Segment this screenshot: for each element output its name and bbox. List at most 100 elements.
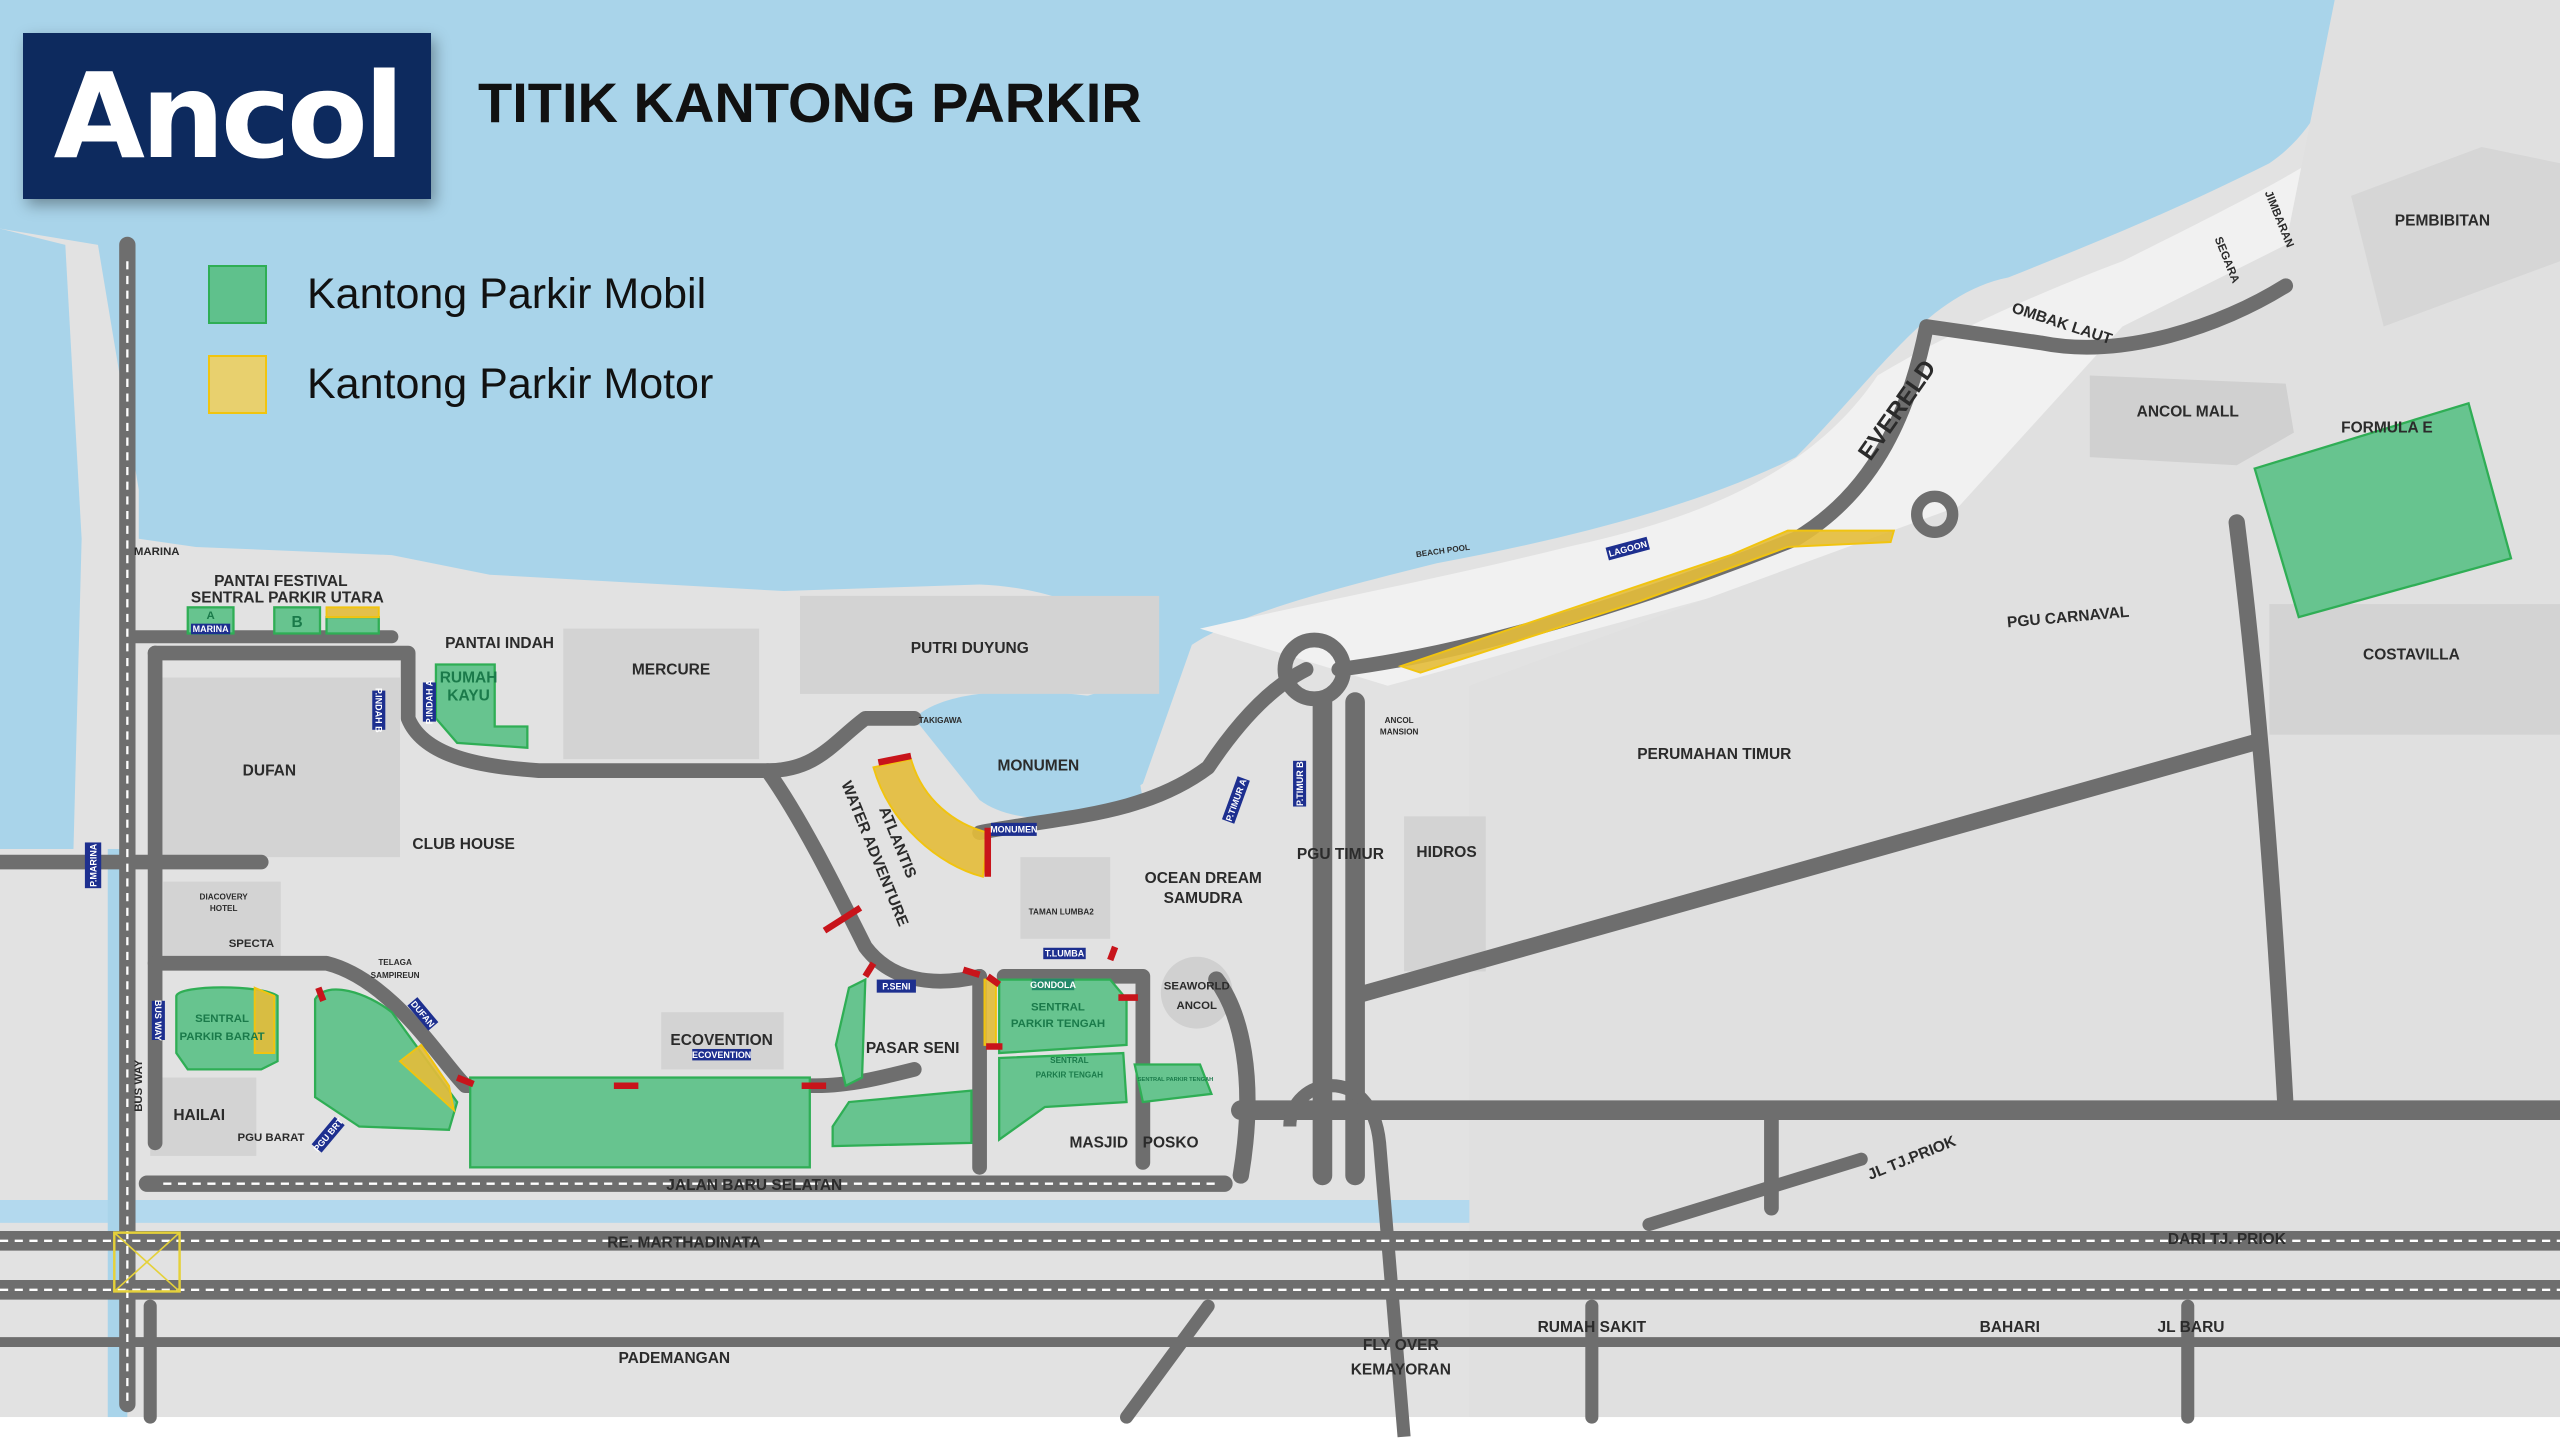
legend-label: Kantong Parkir Mobil xyxy=(307,270,707,318)
label-pantai-indah: PANTAI INDAH xyxy=(445,635,554,652)
parkir-utara-b xyxy=(273,606,322,635)
label-perumahan-timur: PERUMAHAN TIMUR xyxy=(1637,746,1791,763)
label-sentral-2: SENTRAL xyxy=(1050,1056,1089,1065)
pasar-seni-parking-west xyxy=(834,977,867,1088)
label-club-house: CLUB HOUSE xyxy=(412,836,514,853)
label-rumah: RUMAH xyxy=(440,669,498,686)
label-kemayoran: KEMAYORAN xyxy=(1351,1362,1451,1379)
atlantis-motor xyxy=(872,758,989,878)
sentral-parkir-barat xyxy=(175,986,279,1071)
label-pasar-seni: PASAR SENI xyxy=(866,1040,960,1057)
label-pademangan: PADEMANGAN xyxy=(618,1350,730,1367)
label-takigawa: TAKIGAWA xyxy=(919,716,962,725)
sign-t-lumba: T.LUMBA xyxy=(1043,947,1086,960)
pasar-seni-parking-south xyxy=(831,1089,973,1148)
label-bahari: BAHARI xyxy=(1980,1319,2040,1336)
rumah-kayu-parking xyxy=(434,663,529,749)
sign-monumen: MONUMEN xyxy=(990,822,1038,836)
label-seaworld: SEAWORLD xyxy=(1164,980,1230,992)
label-sentral-parkir-tengah-3: SENTRAL PARKIR TENGAH xyxy=(1138,1077,1214,1083)
label-samudra: SAMUDRA xyxy=(1164,890,1243,907)
label-costavilla: COSTAVILLA xyxy=(2363,647,2460,664)
label-telaga: TELAGA xyxy=(378,958,412,967)
label-parkir-tengah-1: PARKIR TENGAH xyxy=(1011,1018,1105,1030)
label-monumen: MONUMEN xyxy=(997,758,1079,775)
legend-item-motor: Kantong Parkir Motor xyxy=(208,355,713,414)
sentral-parkir-tengah-2 xyxy=(998,1051,1128,1142)
sign-bus-way: BUS WAY xyxy=(151,1000,165,1041)
label-kayu: KAYU xyxy=(447,687,490,704)
sea-left-strip xyxy=(0,228,82,849)
label-sampireun: SAMPIREUN xyxy=(371,971,420,980)
blocks xyxy=(150,146,2560,1156)
traffic-light-intersection xyxy=(113,1231,181,1293)
formula-e-parking xyxy=(2253,401,2513,619)
telaga-motor xyxy=(398,1043,456,1113)
parkir-utara-c xyxy=(325,616,380,635)
label-pembibitan: PEMBIBITAN xyxy=(2395,212,2490,229)
label-dufan: DUFAN xyxy=(243,763,296,780)
label-pantai-festival: PANTAI FESTIVAL xyxy=(214,573,347,590)
label-hailai: HAILAI xyxy=(173,1107,225,1124)
roads xyxy=(0,236,2560,1438)
label-ancol-2: ANCOL xyxy=(1176,1000,1217,1012)
label-pgu-barat: PGU BARAT xyxy=(238,1132,305,1144)
telaga-parking xyxy=(313,988,459,1131)
sign-label: BUS WAY xyxy=(153,1000,163,1041)
label-pgu-timur: PGU TIMUR xyxy=(1297,846,1384,863)
sign-label: P.SENI xyxy=(882,981,910,991)
label-ecovention: ECOVENTION xyxy=(670,1032,772,1049)
sign-label: T.LUMBA xyxy=(1045,949,1085,959)
sign-label: GONDOLA xyxy=(1030,980,1076,990)
parkir-utara-motor xyxy=(325,606,380,619)
sign-label: P.MARINA xyxy=(88,843,98,887)
sign-label: P.INDAH A xyxy=(425,679,435,724)
label-lot-b: B xyxy=(292,614,303,631)
label-mercure: MERCURE xyxy=(632,661,710,678)
legend-item-car: Kantong Parkir Mobil xyxy=(208,265,706,324)
sign-label: P.TIMUR B xyxy=(1295,761,1305,806)
legend-label: Kantong Parkir Motor xyxy=(307,360,714,408)
white-bottom xyxy=(0,1417,2560,1440)
label-taman-lumba: TAMAN LUMBA2 xyxy=(1029,907,1095,916)
sign-p-marina: P.MARINA xyxy=(84,842,102,889)
sign-p-seni: P.SENI xyxy=(876,979,916,993)
label-formula-e: FORMULA E xyxy=(2341,420,2433,437)
label-putri-duyung: PUTRI DUYUNG xyxy=(911,640,1029,657)
label-posko: POSKO xyxy=(1143,1135,1199,1152)
sign-marina: MARINA xyxy=(191,623,231,635)
sign-p-timur-b: P.TIMUR B xyxy=(1293,761,1307,807)
label-parkir-barat: PARKIR BARAT xyxy=(179,1031,264,1043)
sign-p-indah-a: P.INDAH A xyxy=(422,679,436,724)
parkir-barat-motor xyxy=(253,986,276,1055)
page-title: TITIK KANTONG PARKIR xyxy=(478,71,1142,134)
label-ancol-1: ANCOL xyxy=(1385,716,1414,725)
lagoon-monumen xyxy=(914,691,1143,819)
label-hidros: HIDROS xyxy=(1416,844,1476,861)
label-re-marthadinata: RE. MARTHADINATA xyxy=(607,1234,761,1251)
label-ancol-mall: ANCOL MALL xyxy=(2137,403,2239,420)
label-masjid: MASJID xyxy=(1069,1135,1128,1152)
sign-p-indah-b: P.INDAH B xyxy=(372,688,386,733)
label-lot-a: A xyxy=(206,610,214,622)
label-fly-over: FLY OVER xyxy=(1363,1337,1439,1354)
closure-markers xyxy=(315,752,1138,1089)
beach-motor xyxy=(1397,529,1896,674)
label-ocean-dream: OCEAN DREAM xyxy=(1145,870,1262,887)
label-mansion: MANSION xyxy=(1380,728,1419,737)
tengah-motor xyxy=(983,978,997,1046)
label-sentral-parkir-utara: SENTRAL PARKIR UTARA xyxy=(191,589,384,606)
sign-gondola: GONDOLA xyxy=(1030,978,1077,991)
motor-parking-swatch xyxy=(208,355,267,414)
label-bus-way: BUS WAY xyxy=(133,1059,145,1112)
sign-ecovention: ECOVENTION xyxy=(692,1048,751,1061)
sign-label: P.INDAH B xyxy=(374,688,384,733)
label-parkir-tengah-2: PARKIR TENGAH xyxy=(1036,1071,1103,1080)
ancol-logo: Ancol xyxy=(23,33,431,199)
sign-label: ECOVENTION xyxy=(692,1050,751,1060)
label-jl-baru: JL BARU xyxy=(2158,1319,2225,1336)
label-diacovery: DIACOVERY xyxy=(200,893,249,902)
label-specta: SPECTA xyxy=(229,938,274,950)
label-hotel: HOTEL xyxy=(210,904,238,913)
